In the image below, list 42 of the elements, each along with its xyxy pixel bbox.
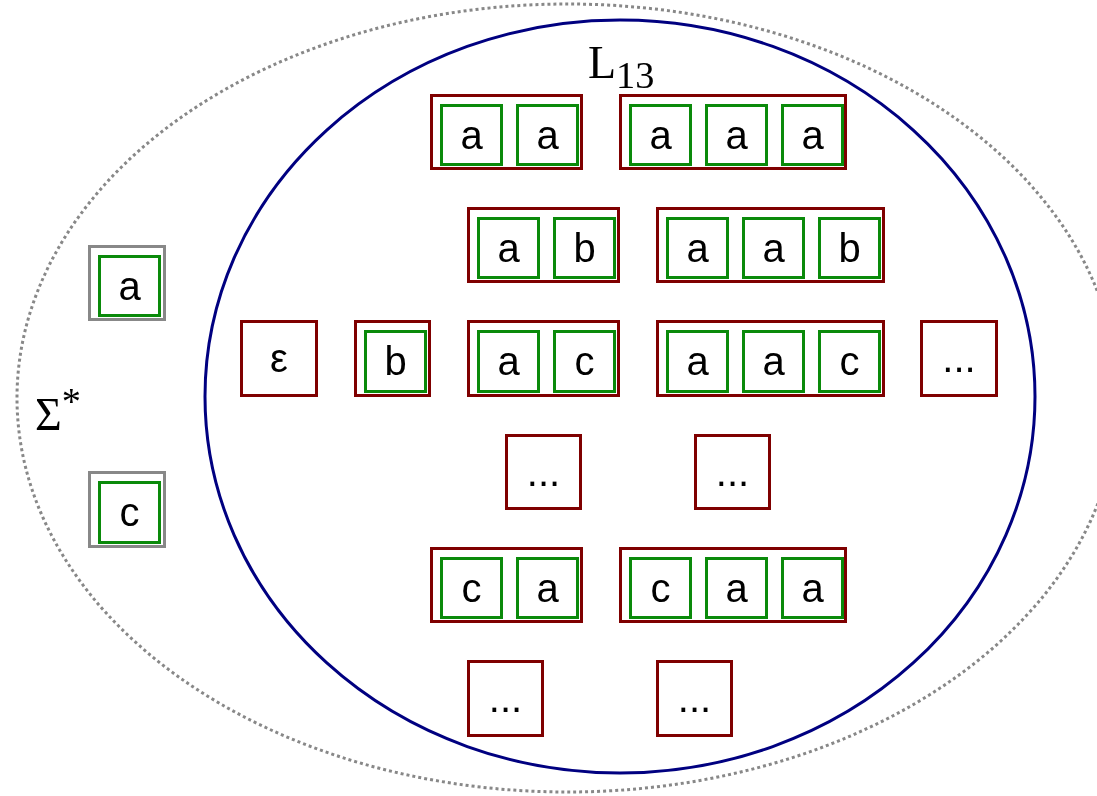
string-box: [430, 94, 583, 170]
string-box: [467, 207, 620, 283]
string-box: [656, 207, 885, 283]
symbol-tile: c: [98, 481, 161, 544]
symbol-tile: c: [629, 557, 692, 619]
symbol-tile: c: [818, 330, 881, 393]
symbol-tile: a: [516, 104, 579, 166]
string-box: [619, 547, 847, 623]
symbol-tile: a: [705, 557, 768, 619]
symbol-tile: a: [705, 104, 768, 166]
symbol-tile: a: [781, 557, 844, 619]
symbol-tile: a: [98, 255, 161, 317]
string-box: [354, 320, 431, 397]
symbol-tile: a: [742, 330, 805, 393]
set-label: Σ$^{*}$: [35, 382, 81, 439]
symbol-tile: a: [781, 104, 844, 166]
symbol-tile: a: [477, 330, 540, 393]
symbol-tile: a: [629, 104, 692, 166]
symbol-tile: c: [553, 330, 616, 393]
string-box: [467, 320, 620, 397]
symbol-tile: a: [666, 330, 729, 393]
string-box: ...: [505, 434, 582, 510]
symbol-tile: b: [364, 330, 427, 393]
symbol-tile: a: [666, 217, 729, 279]
string-box: ...: [656, 660, 733, 737]
string-box: ...: [920, 320, 998, 397]
symbol-tile: b: [553, 217, 616, 279]
symbol-tile: a: [440, 104, 503, 166]
symbol-tile: c: [440, 557, 503, 619]
string-box: ...: [467, 660, 544, 737]
symbol-tile: a: [742, 217, 805, 279]
string-box: [619, 94, 847, 170]
string-box: ...: [694, 434, 771, 510]
string-box: ε: [240, 320, 318, 397]
symbol-tile: b: [818, 217, 881, 279]
string-box: [656, 320, 885, 397]
set-label: L$_{13}$: [588, 40, 655, 95]
string-box: [430, 547, 583, 623]
string-box: [88, 245, 166, 321]
symbol-tile: a: [516, 557, 579, 619]
symbol-tile: a: [477, 217, 540, 279]
string-box: [88, 471, 166, 548]
